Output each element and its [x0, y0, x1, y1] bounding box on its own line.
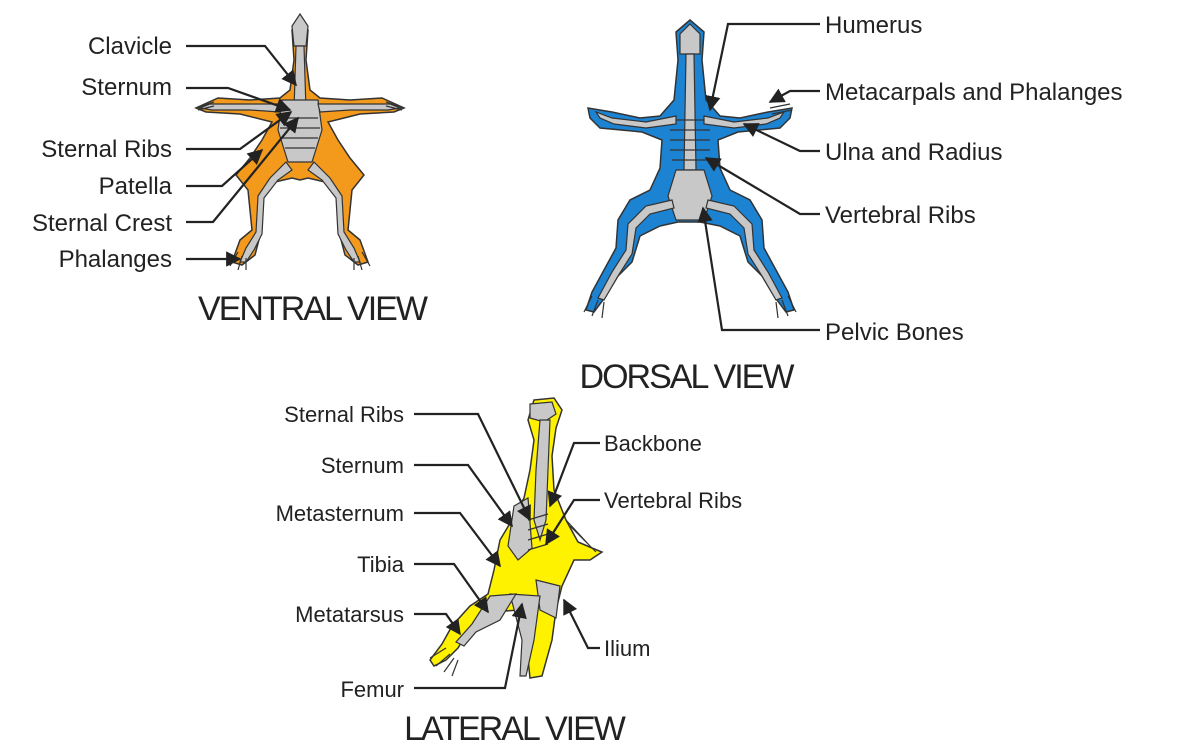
label-sternal-crest: Sternal Crest	[32, 210, 172, 237]
label-ulna-radius: Ulna and Radius	[825, 139, 1002, 166]
label-metacarpals-phalanges: Metacarpals and Phalanges	[825, 79, 1123, 106]
ventral-skull	[292, 14, 308, 46]
label-metatarsus: Metatarsus	[295, 602, 404, 627]
label-metasternum: Metasternum	[276, 501, 404, 526]
label-humerus: Humerus	[825, 12, 922, 39]
label-vertebral-ribs-lateral: Vertebral Ribs	[604, 488, 742, 513]
dorsal-view: Humerus Metacarpals and Phalanges Ulna a…	[580, 12, 1123, 396]
ventral-view: Clavicle Sternum Sternal Ribs Patella St…	[32, 14, 428, 328]
label-phalanges: Phalanges	[59, 246, 172, 273]
lateral-view-title: LATERAL VIEW	[404, 710, 626, 745]
label-femur: Femur	[340, 677, 404, 702]
ventral-frog-illustration	[196, 14, 404, 270]
ventral-sternum-plate	[278, 100, 322, 162]
label-tibia: Tibia	[357, 552, 405, 577]
label-sternal-ribs-lateral: Sternal Ribs	[284, 402, 404, 427]
label-pelvic-bones: Pelvic Bones	[825, 319, 964, 346]
label-backbone: Backbone	[604, 431, 702, 456]
label-sternum-ventral: Sternum	[81, 74, 172, 101]
label-sternal-ribs-ventral: Sternal Ribs	[41, 136, 172, 163]
label-patella: Patella	[99, 173, 173, 200]
dorsal-frog-illustration	[584, 20, 796, 318]
label-vertebral-ribs-dorsal: Vertebral Ribs	[825, 202, 976, 229]
lateral-sternum	[508, 498, 532, 560]
dorsal-backbone	[684, 54, 696, 170]
ventral-view-title: VENTRAL VIEW	[198, 290, 428, 328]
dorsal-pelvis	[668, 170, 712, 220]
dorsal-view-title: DORSAL VIEW	[580, 358, 795, 396]
label-ilium: Ilium	[604, 636, 650, 661]
label-sternum-lateral: Sternum	[321, 453, 404, 478]
label-clavicle: Clavicle	[88, 33, 172, 60]
lateral-view: Sternal Ribs Sternum Metasternum Tibia M…	[276, 398, 743, 745]
